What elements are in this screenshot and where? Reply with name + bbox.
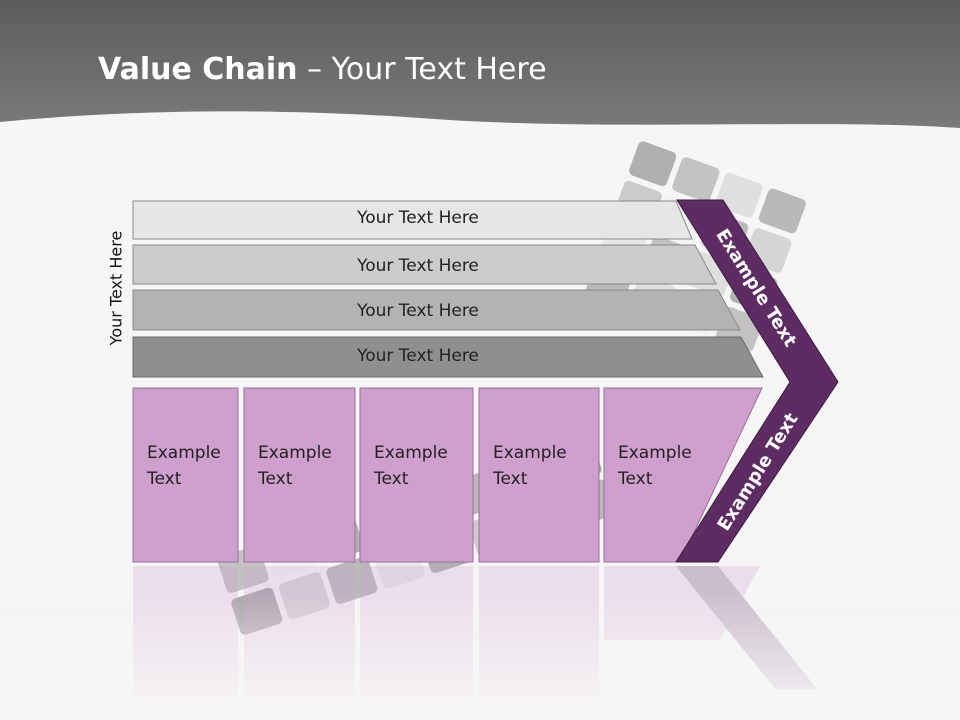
box-4-shape [478, 387, 600, 563]
band-label-1: Your Text Here [357, 208, 479, 228]
box-3-shape [359, 387, 474, 563]
band-2-shape [132, 244, 717, 285]
header-band [0, 0, 960, 128]
band-label-2: Your Text Here [357, 256, 479, 276]
box-line2: Text [374, 469, 409, 489]
band-1-shape [132, 200, 693, 240]
box-2-shape [243, 387, 356, 563]
box-line1: Example [374, 443, 448, 463]
title-rest: – Your Text Here [297, 52, 547, 87]
chevron-shape [675, 199, 839, 563]
box-line1: Example [493, 443, 567, 463]
box-line1: Example [618, 443, 692, 463]
box-line2: Text [618, 469, 653, 489]
band-4-shape [132, 336, 764, 378]
title-bold: Value Chain [98, 52, 298, 87]
side-label: Your Text Here [106, 230, 126, 346]
box-line2: Text [258, 469, 293, 489]
box-line1: Example [258, 443, 332, 463]
box-line1: Example [147, 443, 221, 463]
band-label-4: Your Text Here [357, 346, 479, 366]
band-label-3: Your Text Here [357, 301, 479, 321]
page-title: Value Chain – Your Text Here [98, 52, 547, 87]
box-line2: Text [493, 469, 528, 489]
box-line2: Text [147, 469, 182, 489]
box-1-shape [132, 387, 239, 563]
band-3-shape [132, 289, 741, 331]
